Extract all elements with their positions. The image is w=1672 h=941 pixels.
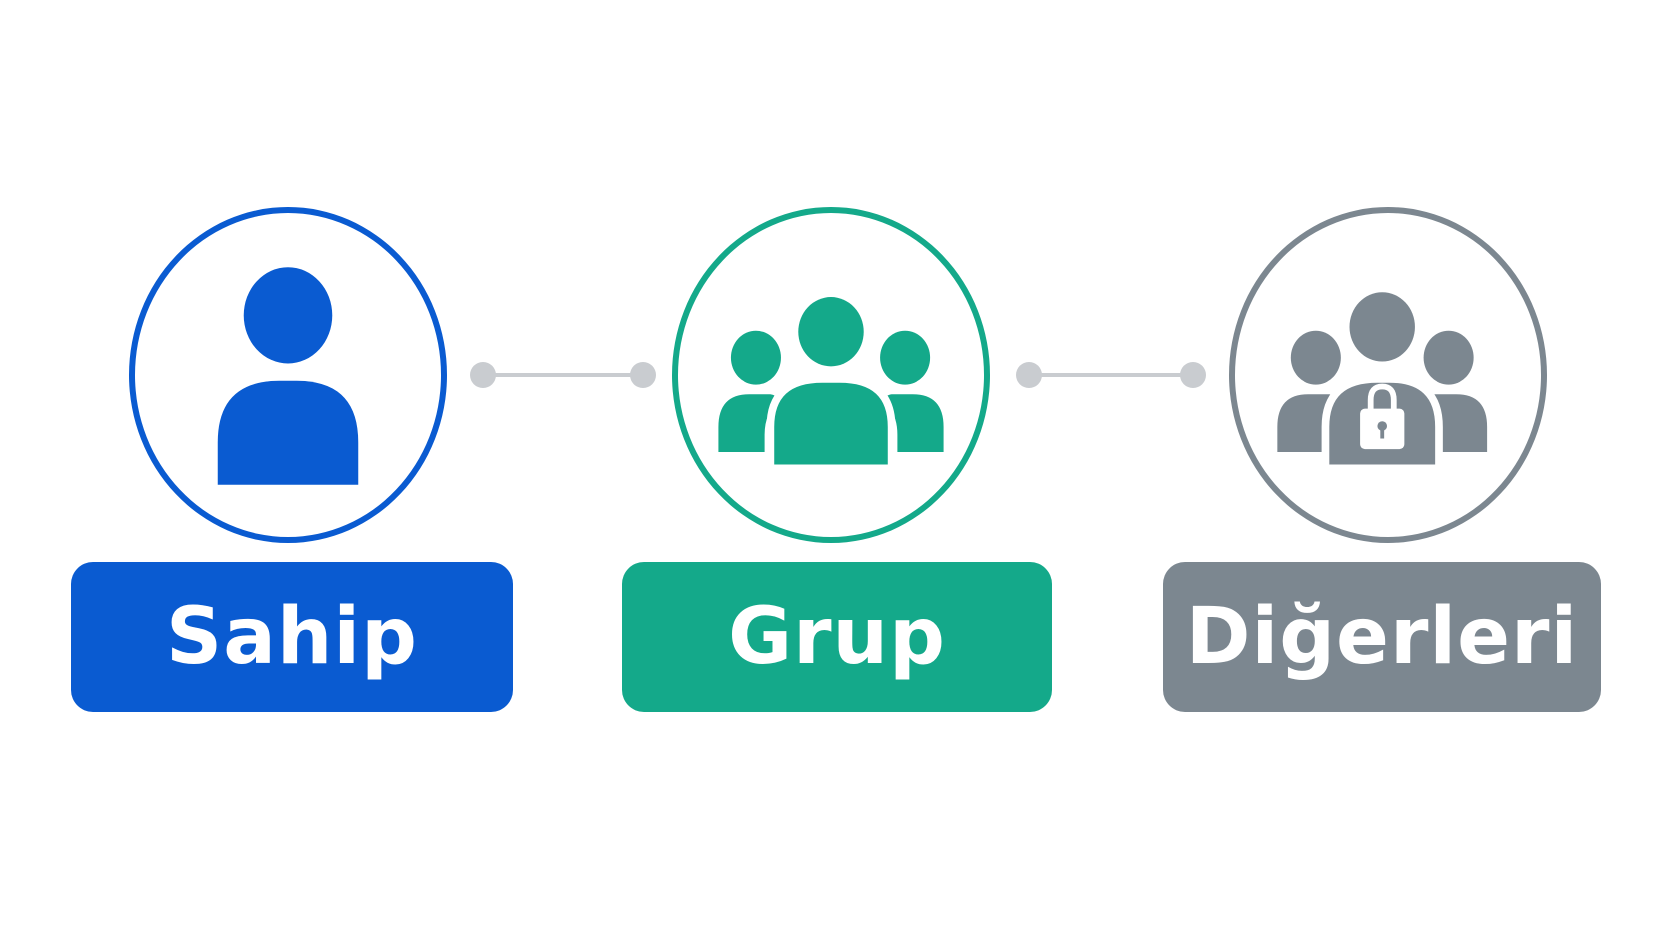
others-right-head	[1423, 330, 1474, 385]
group-icon	[718, 297, 944, 473]
connector-dot	[470, 362, 496, 388]
node-group: Grup	[616, 0, 1052, 941]
connector-group-others	[1016, 360, 1206, 390]
others-center-head	[1349, 292, 1415, 362]
others-left-head	[1290, 330, 1341, 385]
others-circle	[1229, 207, 1547, 543]
others-label-box: Diğerleri	[1163, 562, 1601, 712]
connector-dot	[1180, 362, 1206, 388]
group-right-body	[882, 394, 944, 452]
connector-dot	[630, 362, 656, 388]
group-left-body	[718, 394, 780, 452]
others-left-body	[1277, 394, 1339, 452]
others-label: Diğerleri	[1185, 592, 1579, 682]
node-owner: Sahip	[71, 0, 513, 941]
group-center-body	[766, 375, 896, 473]
group-lock-icon	[1277, 292, 1488, 473]
group-right-head	[880, 330, 931, 385]
user-icon	[217, 267, 359, 485]
connector-line	[1030, 373, 1192, 377]
group-label: Grup	[728, 592, 946, 682]
group-circle	[672, 207, 990, 543]
connector-line	[484, 373, 642, 377]
group-label-box: Grup	[622, 562, 1052, 712]
connector-dot	[1016, 362, 1042, 388]
user-body	[217, 380, 359, 485]
group-center-head	[798, 297, 864, 367]
user-head	[243, 267, 333, 364]
owner-label-box: Sahip	[71, 562, 513, 712]
owner-circle	[129, 207, 447, 543]
node-others: Diğerleri	[1163, 0, 1603, 941]
group-left-head	[730, 330, 781, 385]
lock-icon	[1360, 383, 1405, 450]
connector-owner-group	[470, 360, 656, 390]
owner-label: Sahip	[166, 592, 418, 682]
